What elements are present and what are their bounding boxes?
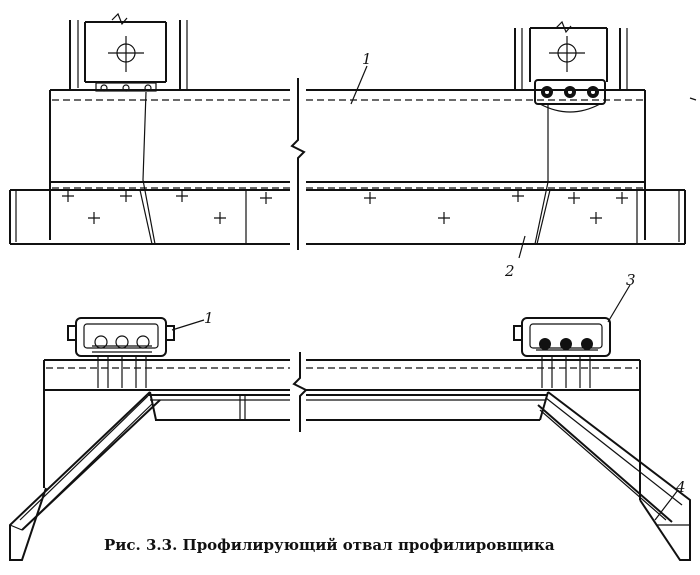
bottom-view: 1 3 4 [9, 271, 691, 561]
label-4: 4 [675, 478, 686, 496]
bottom-break-line [292, 352, 308, 432]
label-3: 3 [626, 271, 636, 289]
top-break-line [290, 78, 306, 250]
top-cutting-plate [9, 189, 686, 245]
top-beam [49, 89, 646, 245]
left-motor-block [67, 317, 175, 388]
label-1-bottom: 1 [204, 309, 214, 327]
left-mount-bracket [69, 12, 188, 92]
top-view: 1 2 [9, 12, 697, 280]
right-motor-block [513, 317, 611, 388]
right-side-wing [537, 391, 691, 561]
figure-caption: Рис. 3.3. Профилирующий отвал профилиров… [104, 536, 555, 554]
bottom-frame-beam [43, 359, 641, 500]
right-mount-bracket [514, 20, 628, 113]
label-2: 2 [504, 262, 515, 280]
left-side-wing [9, 391, 161, 561]
label-1-top: 1 [362, 50, 372, 68]
